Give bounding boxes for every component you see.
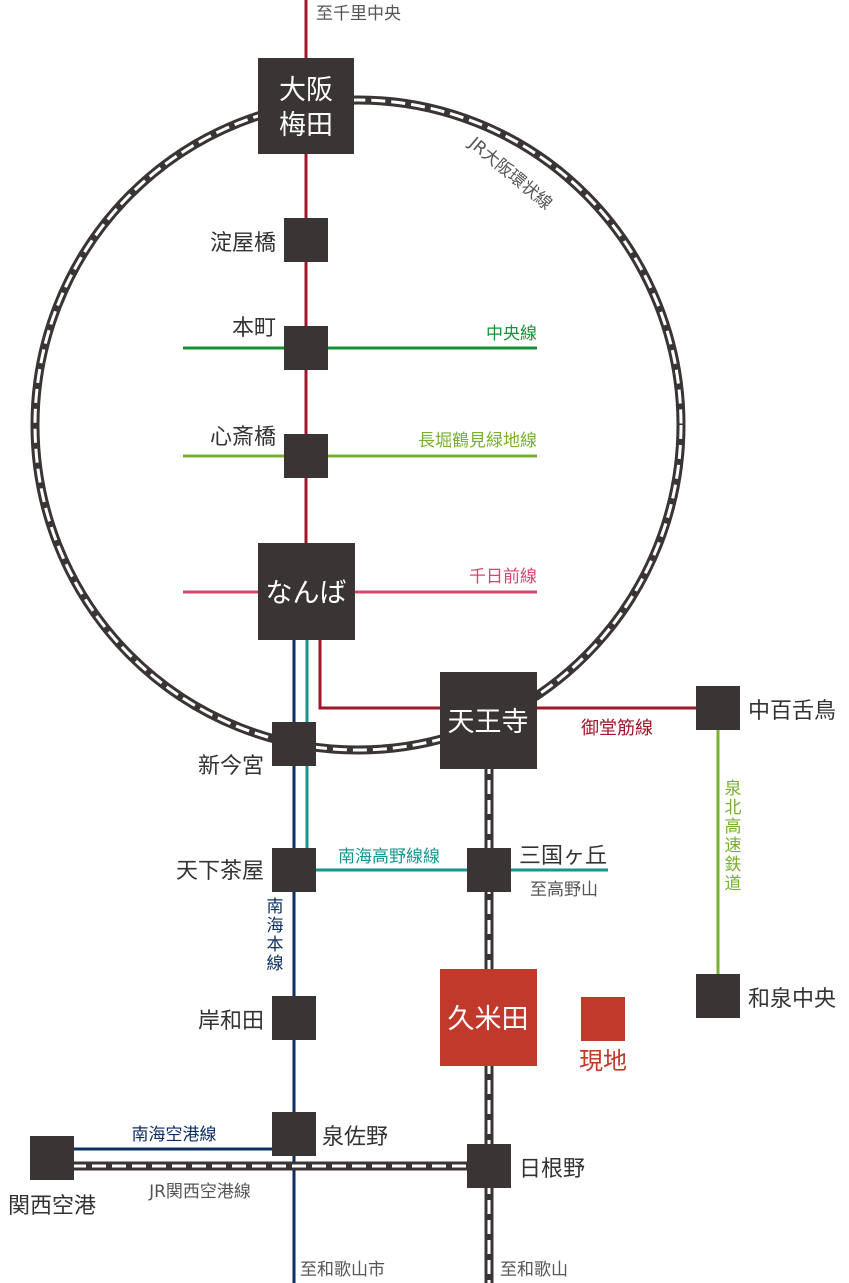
station-izumisano-marker xyxy=(272,1112,316,1156)
station-kumeda-label: 久米田 xyxy=(448,1004,529,1035)
jr-loop-label: JR大阪環状線 xyxy=(464,133,556,214)
rail-lines xyxy=(30,0,720,1283)
station-kanku-marker xyxy=(30,1136,74,1180)
station-mikunigaoka-marker xyxy=(467,848,511,892)
sennichimae-label: 千日前線 xyxy=(469,567,537,587)
stations: 大阪 梅田 淀屋橋 本町 心斎橋 なんば 天王寺 新今宮 天下茶屋 三国ヶ丘 岸… xyxy=(8,58,836,1219)
station-izumisano-label: 泉佐野 xyxy=(322,1125,388,1150)
station-yodoyabashi-marker xyxy=(284,218,328,262)
nankai-airport-label: 南海空港線 xyxy=(132,1125,217,1145)
station-yodoyabashi-label: 淀屋橋 xyxy=(210,231,276,256)
direction-wakayama: 至和歌山 xyxy=(500,1260,568,1280)
semboku-label: 泉北高速鉄道 xyxy=(725,779,742,894)
station-shinimamiya-marker xyxy=(272,722,316,766)
station-umeda-label-line2: 梅田 xyxy=(279,110,333,141)
station-hineno-label: 日根野 xyxy=(519,1157,585,1182)
direction-labels: 至千里中央 至高野山 至和歌山市 至和歌山 xyxy=(300,4,598,1280)
nagahori-label: 長堀鶴見緑地線 xyxy=(418,431,537,451)
nankai-main-label: 南海本線 xyxy=(267,897,284,974)
station-kumeda-marker xyxy=(440,969,537,1066)
direction-wakayamashi: 至和歌山市 xyxy=(300,1260,385,1280)
site-marker xyxy=(581,997,625,1041)
midosuji-label: 御堂筋線 xyxy=(581,718,653,739)
station-tengachaya-label: 天下茶屋 xyxy=(176,859,264,884)
station-mikunigaoka-label: 三国ヶ丘 xyxy=(519,844,607,869)
station-shinsaibashi-label: 心斎橋 xyxy=(210,425,276,450)
station-shinsaibashi-marker xyxy=(284,434,328,478)
station-nakamozu-label: 中百舌鳥 xyxy=(748,699,836,724)
station-umeda-label-line1: 大阪 xyxy=(279,75,333,106)
station-namba-label: なんば xyxy=(266,578,347,609)
station-namba-marker xyxy=(258,543,355,640)
station-kishiwada-marker xyxy=(272,996,316,1040)
station-honmachi-marker xyxy=(284,326,328,370)
station-kanku-label: 関西空港 xyxy=(8,1194,96,1219)
station-honmachi-label: 本町 xyxy=(232,316,276,341)
site-label: 現地 xyxy=(579,1047,627,1075)
line-labels: JR大阪環状線 中央線 長堀鶴見緑地線 千日前線 御堂筋線 南海高野線線 南海本… xyxy=(132,133,742,1202)
chuo-label: 中央線 xyxy=(486,324,537,344)
station-hineno-marker xyxy=(467,1144,511,1188)
jr-kanku-label: JR関西空港線 xyxy=(148,1182,251,1202)
direction-koyasan: 至高野山 xyxy=(530,880,598,900)
station-shinimamiya-label: 新今宮 xyxy=(198,754,264,779)
station-tengachaya-marker xyxy=(272,848,316,892)
station-kishiwada-label: 岸和田 xyxy=(198,1009,264,1034)
midosuji-line-branch xyxy=(318,640,718,710)
jr-loop-line-outer xyxy=(30,95,686,755)
direction-senri: 至千里中央 xyxy=(316,4,401,24)
station-tennoji-marker xyxy=(440,672,537,769)
jr-loop-line-inner xyxy=(33,98,683,752)
nankai-koya-label: 南海高野線線 xyxy=(338,847,440,867)
station-izumichuo-marker xyxy=(696,974,740,1018)
station-izumichuo-label: 和泉中央 xyxy=(748,987,836,1012)
station-umeda-marker xyxy=(258,58,354,154)
station-tennoji-label: 天王寺 xyxy=(448,707,529,738)
station-nakamozu-marker xyxy=(696,686,740,730)
